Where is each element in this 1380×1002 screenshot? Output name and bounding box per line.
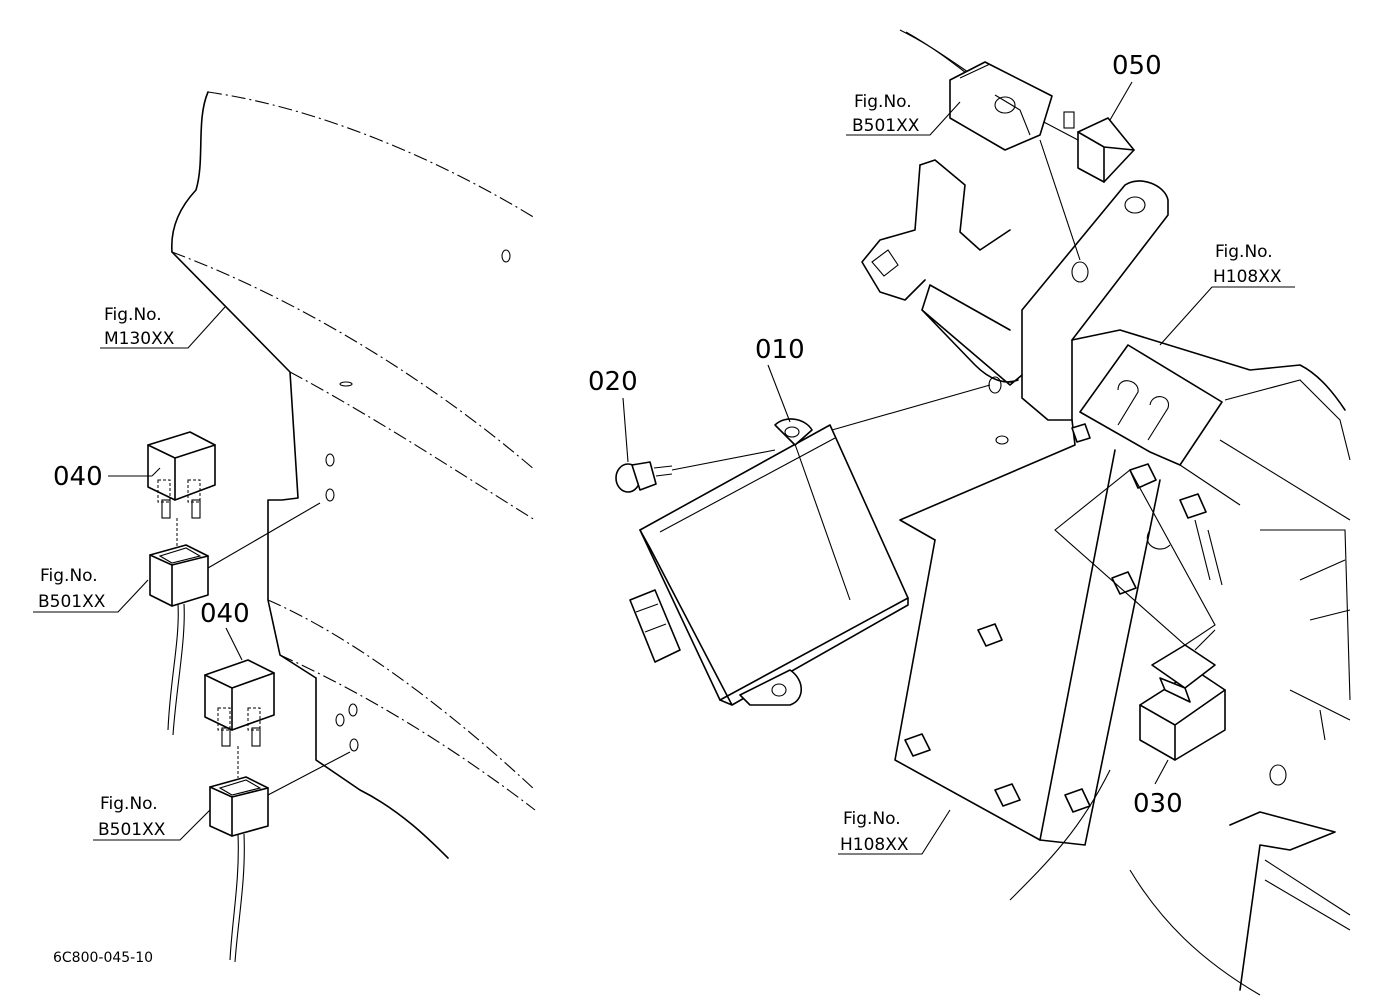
fig-ref-h108-top-label: Fig.No. — [1215, 242, 1273, 262]
bolt-020 — [615, 449, 776, 493]
fig-ref-b501-top-code: B501XX — [852, 116, 920, 136]
callout-020: 020 — [588, 367, 638, 397]
leader-lines — [33, 81, 1295, 855]
fig-ref-m130-code: M130XX — [104, 329, 175, 349]
fig-ref-h108-low-code: H108XX — [840, 835, 909, 855]
callout-050: 050 — [1112, 51, 1162, 81]
left-panel-drawing — [171, 91, 536, 859]
fig-ref-b501-top-label: Fig.No. — [854, 92, 912, 112]
relay-socket-lower — [209, 746, 351, 963]
fig-ref-h108-low-label: Fig.No. — [843, 809, 901, 829]
relay-socket-upper — [149, 502, 321, 736]
frame-h108 — [894, 329, 1351, 996]
document-id: 6C800-045-10 — [53, 950, 153, 966]
callout-040-upper: 040 — [53, 462, 103, 492]
fig-ref-b501-low-code: B501XX — [98, 820, 166, 840]
harness-connector-top — [899, 29, 1081, 261]
fig-ref-b501-mid-code: B501XX — [38, 592, 106, 612]
callout-030: 030 — [1133, 789, 1183, 819]
fig-ref-h108-top-code: H108XX — [1213, 267, 1282, 287]
component-030 — [1054, 469, 1226, 761]
fig-ref-m130-label: Fig.No. — [104, 305, 162, 325]
relay-050 — [1039, 111, 1135, 183]
controller-010 — [629, 384, 991, 706]
fig-ref-b501-mid-label: Fig.No. — [40, 566, 98, 586]
relay-040-lower — [204, 659, 275, 747]
relay-040-upper — [147, 431, 216, 519]
fig-ref-b501-low-label: Fig.No. — [100, 794, 158, 814]
callout-040-lower: 040 — [200, 599, 250, 629]
mounting-bracket — [861, 159, 1169, 421]
callout-010: 010 — [755, 335, 805, 365]
